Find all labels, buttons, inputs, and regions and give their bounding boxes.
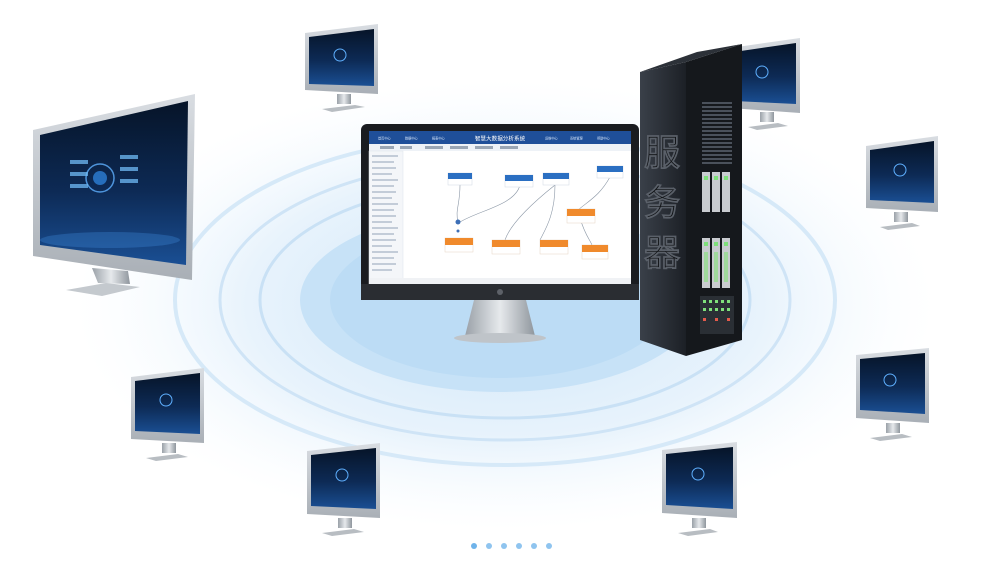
carousel-dot[interactable] bbox=[501, 543, 507, 549]
client-monitor-bottom-center bbox=[307, 443, 380, 536]
apple-logo-icon bbox=[497, 289, 503, 295]
client-monitor-right-lower bbox=[856, 348, 929, 441]
client-monitor-top-right bbox=[730, 38, 800, 130]
flow-node[interactable] bbox=[539, 239, 569, 255]
app-header bbox=[369, 131, 631, 144]
server-label-char: 器 bbox=[644, 233, 681, 274]
server-label-char: 务 bbox=[644, 183, 680, 224]
flow-node[interactable] bbox=[504, 174, 534, 188]
app-menu-item[interactable]: 帮助中心 bbox=[597, 136, 611, 141]
flow-node[interactable] bbox=[566, 208, 596, 224]
app-menu-item[interactable]: 报表中心 bbox=[432, 136, 446, 141]
flow-node[interactable] bbox=[447, 172, 473, 186]
central-monitor: 智慧大数据分析系统 首页中心 数据中心 报表中心 运维中心 系统管理 帮助中心 bbox=[361, 124, 639, 343]
server-label-char: 服 bbox=[644, 133, 680, 174]
carousel-dot[interactable] bbox=[531, 543, 537, 549]
carousel-dot[interactable] bbox=[516, 543, 522, 549]
flow-node[interactable] bbox=[596, 165, 624, 179]
flow-connectors bbox=[456, 176, 611, 246]
app-menu-item[interactable]: 运维中心 bbox=[545, 136, 559, 141]
flow-node[interactable] bbox=[444, 237, 474, 253]
client-monitor-large bbox=[33, 94, 195, 296]
app-menu-item[interactable]: 数据中心 bbox=[405, 136, 419, 141]
carousel-dot[interactable] bbox=[546, 543, 552, 549]
client-monitor-bottom-right bbox=[662, 442, 737, 536]
carousel-dot[interactable] bbox=[471, 543, 477, 549]
carousel-dots bbox=[471, 543, 552, 549]
flow-node[interactable] bbox=[581, 244, 609, 260]
app-menu-item[interactable]: 首页中心 bbox=[378, 136, 392, 141]
server-drive-bays bbox=[702, 172, 730, 288]
app-menu-item[interactable]: 系统管理 bbox=[570, 136, 584, 141]
app-title: 智慧大数据分析系统 bbox=[475, 135, 526, 143]
server-rack: 服 务 器 bbox=[640, 44, 742, 356]
client-monitor-right-upper bbox=[866, 136, 938, 230]
carousel-dot[interactable] bbox=[486, 543, 492, 549]
flow-node[interactable] bbox=[542, 172, 570, 186]
client-monitor-bottom-left bbox=[131, 368, 204, 461]
flow-node[interactable] bbox=[491, 239, 521, 255]
central-screen bbox=[369, 131, 631, 284]
client-monitor-top-left bbox=[305, 24, 378, 112]
